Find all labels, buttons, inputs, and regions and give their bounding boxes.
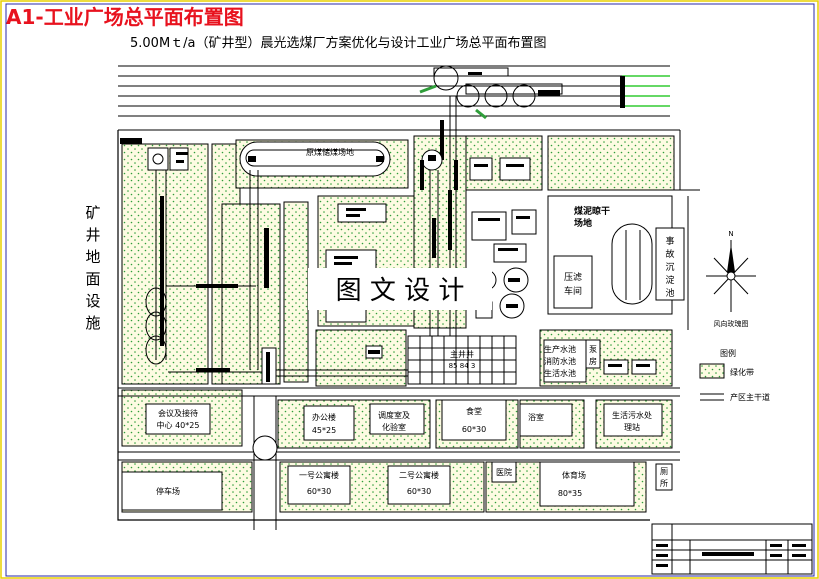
left-label-char: 矿 [85, 204, 100, 222]
legend-green-swatch [699, 363, 725, 379]
drawing-subtitle: 5.00Mｔ/a（矿井型）晨光选煤厂方案优化与设计工业广场总平面布置图 [130, 35, 547, 51]
parking-lot [121, 471, 223, 511]
accident-pool-char: 事 [665, 235, 674, 247]
water-pool-fire: 消防水池 [544, 356, 576, 366]
canteen [441, 399, 507, 441]
left-label-char: 地 [85, 248, 100, 266]
main-shaft-area: 主井井 85 84 3 [407, 335, 517, 385]
toilet [655, 463, 673, 491]
title-block [651, 523, 813, 575]
north-indicator: N [728, 230, 733, 238]
accident-settling-pool [655, 227, 685, 301]
office-label-1: 办公楼 [312, 412, 336, 422]
main-well-sub-label: 85 84 3 [449, 362, 476, 370]
meeting-label-1: 会议及接待 [158, 408, 198, 418]
apartment-1 [287, 465, 351, 505]
watermark: 图 文 设 计 [336, 276, 465, 306]
legend-green-label: 绿化带 [730, 367, 754, 377]
canteen-label-2: 60*30 [462, 425, 486, 434]
slime-yard-label-2: 场地 [574, 217, 592, 229]
slime-yard-label: 煤泥晾干 [574, 205, 610, 217]
watermark-box [308, 268, 492, 310]
sports-field-label: 体育场 [562, 470, 586, 480]
accident-pool-char: 淀 [665, 274, 674, 286]
sports-field [539, 461, 635, 507]
hospital-label: 医院 [496, 467, 512, 477]
parking-label: 停车场 [156, 486, 180, 496]
pump-house [585, 339, 601, 369]
admin-buildings: 会议及接待 中心 40*25 办公楼 45*25 调度室及 化验室 食堂 60*… [121, 399, 673, 511]
bath-label: 浴室 [528, 412, 544, 422]
roundabout [252, 435, 278, 461]
meeting-label-2: 中心 40*25 [157, 420, 200, 430]
dispatch-label-2: 化验室 [382, 422, 406, 432]
sewage-label-1: 生活污水处 [612, 410, 652, 420]
water-pool-production: 生产水池 [544, 344, 576, 354]
apartment-1-label: 一号公寓楼 [299, 470, 339, 480]
left-label-char: 面 [85, 270, 100, 288]
apartment-2 [387, 465, 451, 505]
accident-pool-char: 故 [665, 248, 674, 260]
main-well-label: 主井井 [450, 349, 474, 359]
legend-heading: 图例 [720, 348, 736, 358]
left-label-char: 井 [85, 226, 100, 244]
legend: 图例 绿化带 产区主干道 [699, 348, 770, 402]
railway-tracks [118, 65, 670, 151]
accident-pool-char: 池 [665, 287, 674, 299]
meeting-center [145, 403, 211, 435]
left-label-char: 施 [85, 314, 100, 332]
left-label-char: 设 [85, 292, 100, 310]
toilet-label-2: 所 [660, 478, 668, 488]
office-building [303, 405, 355, 441]
sports-field-size: 80*35 [558, 489, 582, 498]
coal-yard-label: 原煤储煤场地 [306, 147, 354, 157]
water-pool-domestic: 生活水池 [544, 368, 576, 378]
inner-border [5, 3, 815, 577]
dispatch-lab [369, 403, 425, 435]
wind-rose: N 风向玫瑰图 [706, 230, 756, 328]
drawing-title: A1-工业广场总平面布置图 [6, 5, 244, 29]
pump-label-2: 房 [589, 356, 597, 366]
sewage-label-2: 理站 [624, 422, 640, 432]
hospital [491, 461, 517, 483]
apartment-1-size: 60*30 [307, 487, 331, 496]
apartment-2-size: 60*30 [407, 487, 431, 496]
site-boundary [117, 130, 650, 521]
apartment-2-label: 二号公寓楼 [399, 470, 439, 480]
conveyor-belts [145, 96, 457, 385]
legend-road-label: 产区主干道 [730, 392, 770, 402]
pump-label-1: 泵 [589, 345, 597, 354]
sewage-station [603, 403, 663, 437]
bathhouse [519, 403, 573, 437]
accident-pool-label: 事 故 沉 淀 池 [665, 235, 674, 299]
office-label-2: 45*25 [312, 426, 336, 435]
accident-pool-char: 沉 [665, 262, 674, 273]
canteen-label-1: 食堂 [466, 406, 482, 416]
mine-facilities-label: 矿 井 地 面 设 施 [85, 204, 100, 332]
toilet-label-1: 厕 [660, 467, 668, 476]
filter-label-2: 车间 [564, 285, 582, 297]
filter-label-1: 压滤 [564, 271, 582, 283]
water-pools [543, 339, 587, 383]
dispatch-label-1: 调度室及 [378, 410, 410, 420]
wind-rose-caption: 风向玫瑰图 [714, 319, 749, 328]
filter-press-workshop [553, 255, 593, 309]
